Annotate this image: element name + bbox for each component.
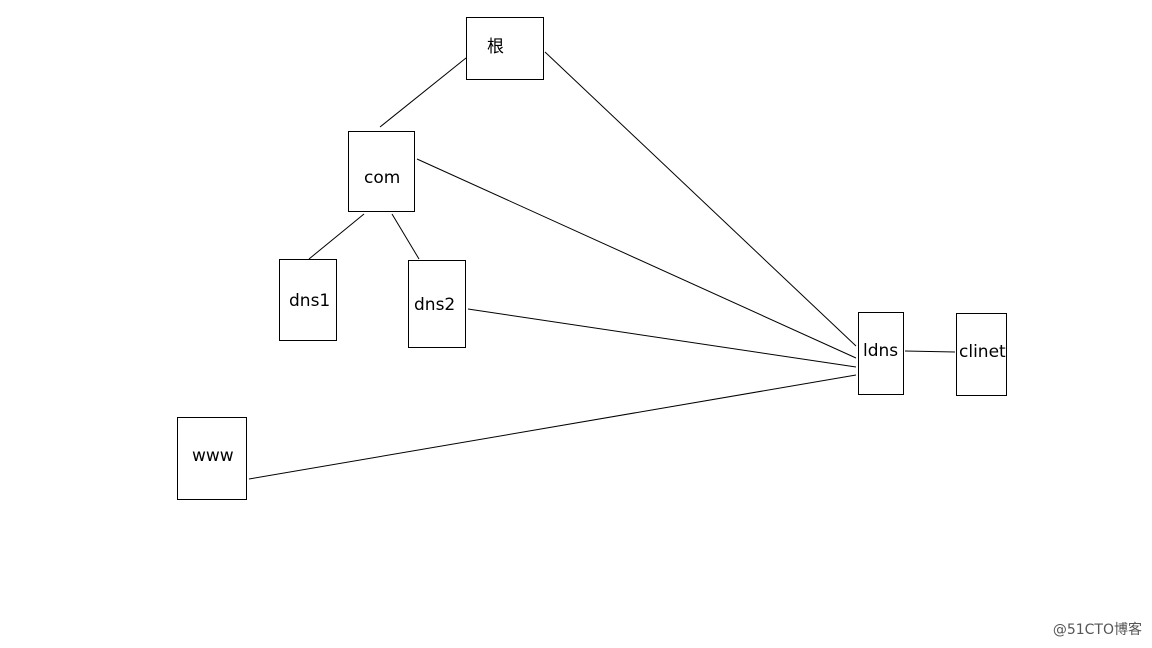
- node-com: com: [348, 131, 415, 212]
- node-dns1: dns1: [279, 259, 337, 341]
- edge-root-com: [379, 57, 467, 128]
- node-root-label: 根: [487, 37, 504, 57]
- watermark: @51CTO博客: [1052, 622, 1142, 638]
- edge-dns2-ldns: [467, 308, 857, 368]
- node-ldns-label: ldns: [863, 341, 899, 361]
- edge-www-ldns: [248, 374, 857, 480]
- edge-ldns-clinet: [904, 350, 956, 353]
- node-dns2: dns2: [408, 260, 466, 348]
- node-root: 根: [466, 17, 544, 80]
- node-www: www: [177, 417, 247, 500]
- node-com-label: com: [364, 168, 401, 188]
- node-clinet-label: clinet: [959, 342, 1006, 362]
- node-dns2-label: dns2: [414, 295, 456, 315]
- node-ldns: ldns: [858, 312, 904, 395]
- node-www-label: www: [192, 446, 234, 466]
- edge-root-ldns: [544, 51, 857, 347]
- node-clinet: clinet: [956, 313, 1007, 396]
- node-dns1-label: dns1: [289, 291, 331, 311]
- edge-com-dns2: [391, 213, 420, 260]
- edge-com-ldns: [416, 158, 857, 359]
- edge-com-dns1: [308, 213, 365, 260]
